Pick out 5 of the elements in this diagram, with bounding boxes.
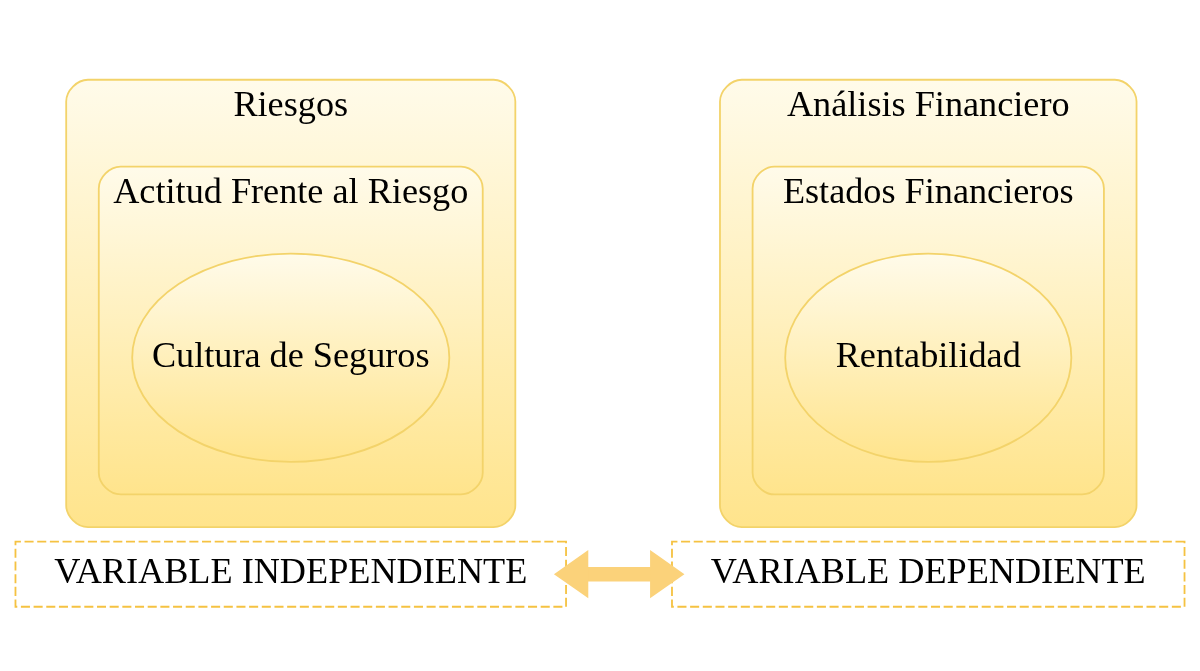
- node-ellipse: Rentabilidad: [784, 252, 1073, 463]
- node-box: VARIABLE DEPENDIENTE: [671, 540, 1186, 608]
- node-box: VARIABLE INDEPENDIENTE: [14, 540, 567, 608]
- arrow: [553, 549, 685, 598]
- node-ellipse: Cultura de Seguros: [131, 252, 451, 463]
